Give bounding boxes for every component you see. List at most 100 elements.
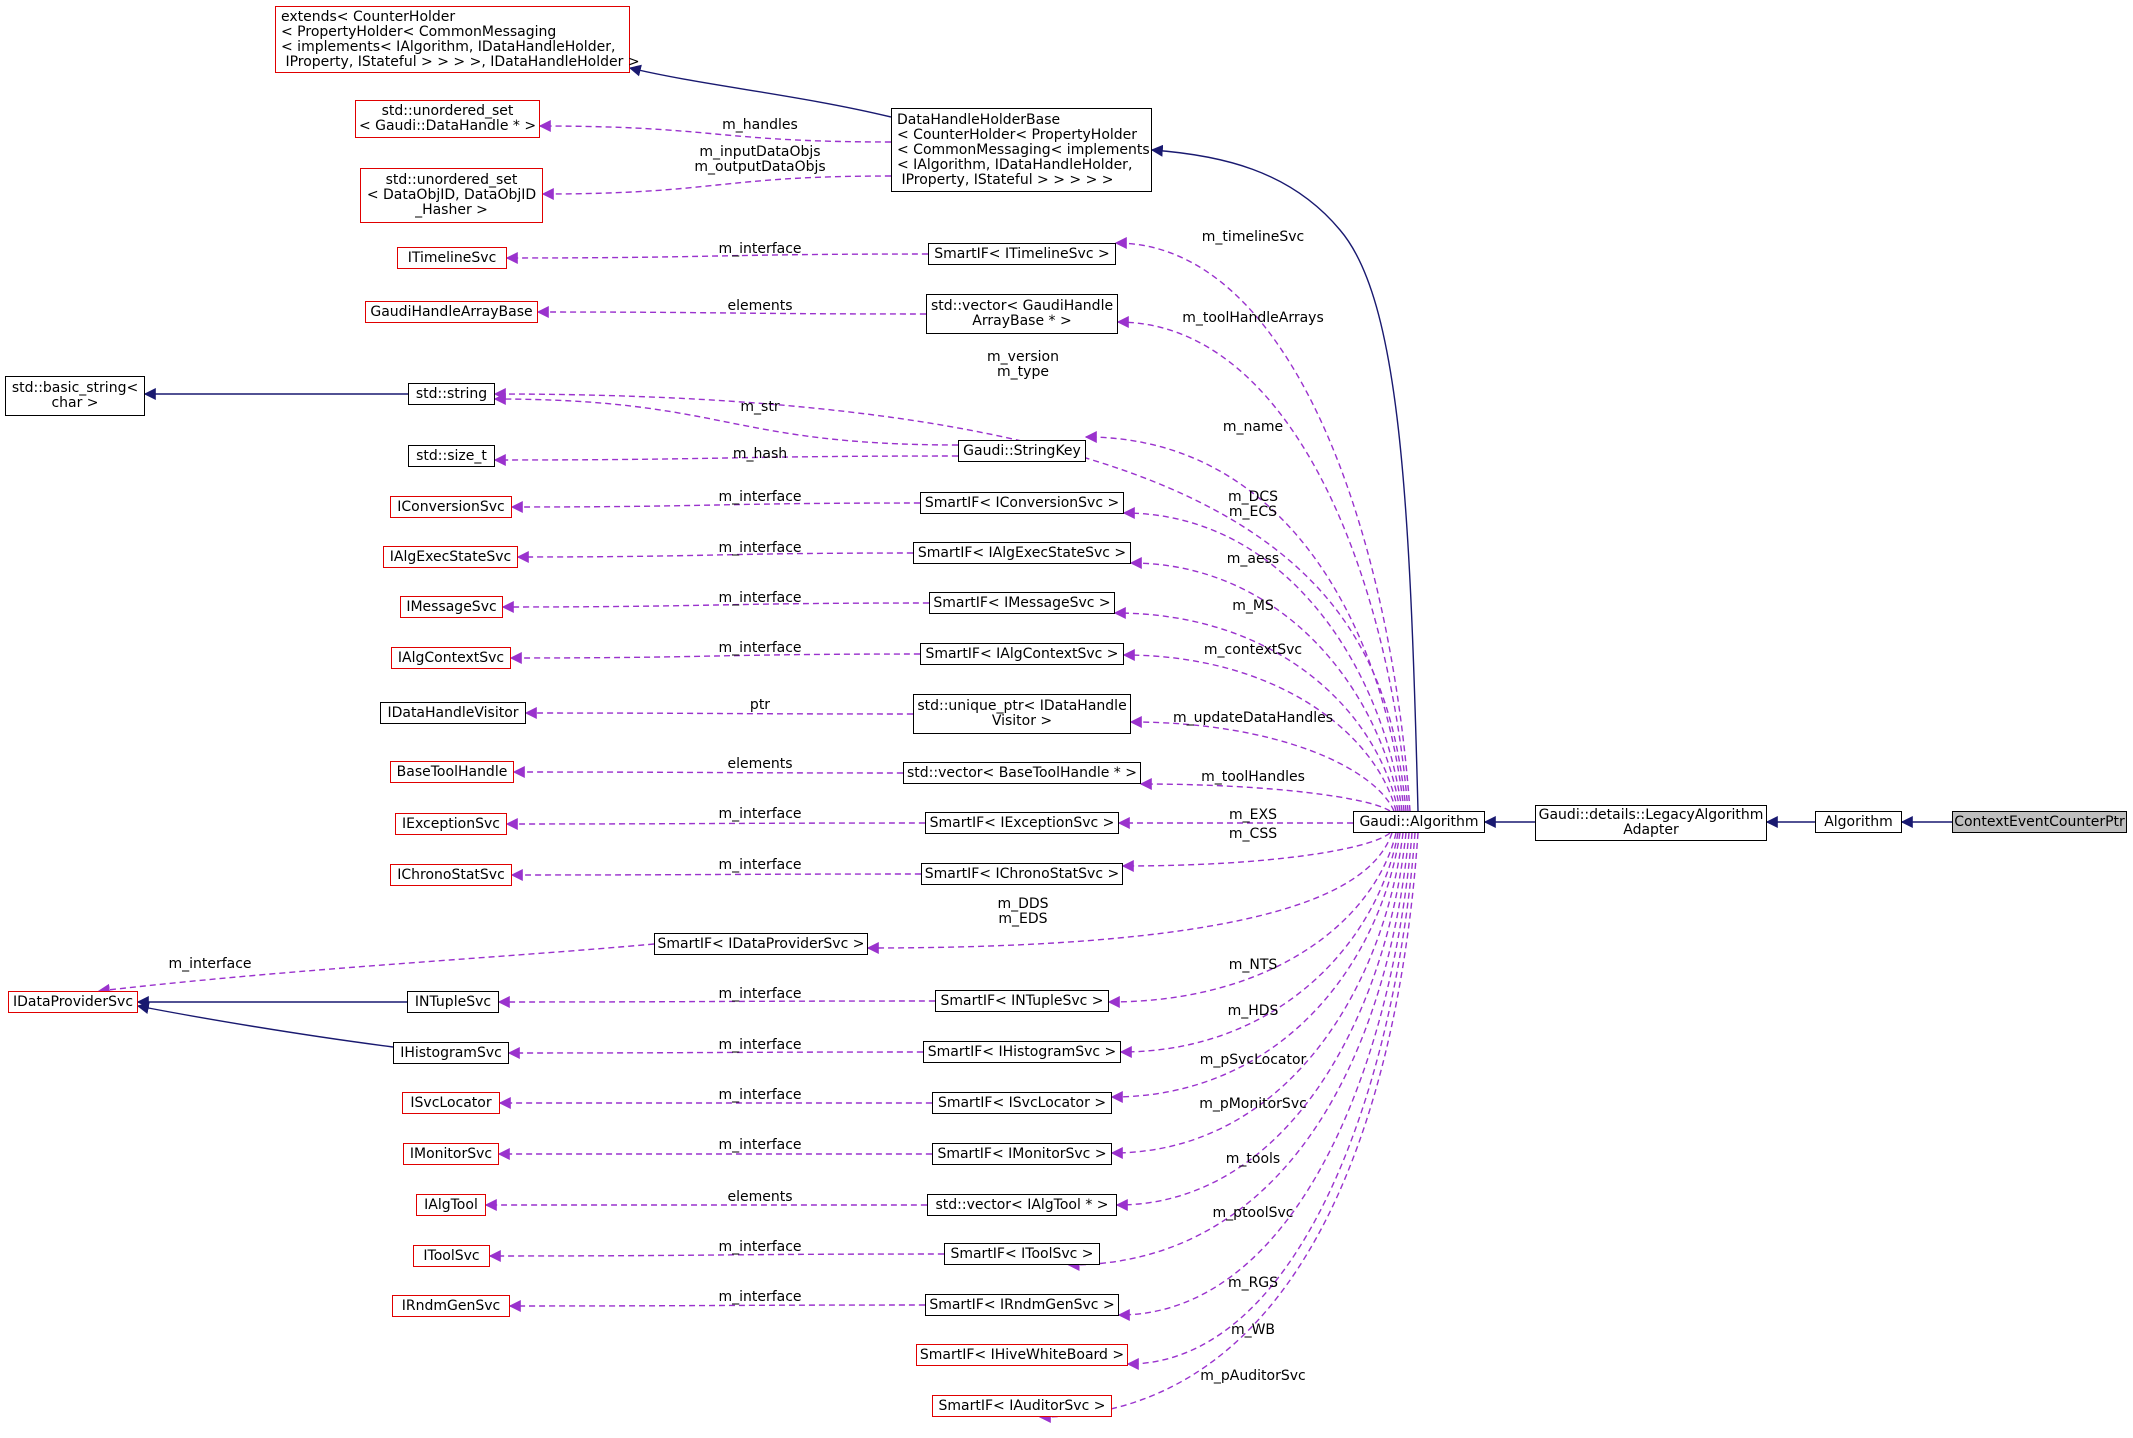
class-node-algorithm-g[interactable]: Gaudi::Algorithm [1353,811,1485,833]
class-node-ialgcontextsvc[interactable]: IAlgContextSvc [391,647,511,669]
class-node-legacyadapter[interactable]: Gaudi::details::LegacyAlgorithm Adapter [1535,805,1767,841]
class-node-si-tool[interactable]: SmartIF< IToolSvc > [944,1243,1100,1265]
edge-label: m_interface [718,1239,802,1255]
class-node-vec-bth[interactable]: std::vector< BaseToolHandle * > [903,762,1141,784]
usage-edge [507,1046,924,1059]
class-node-ichronostatsvc[interactable]: IChronoStatSvc [390,864,512,886]
edge-label: m_pSvcLocator [1199,1052,1307,1068]
edge-label: m_version m_type [987,349,1059,380]
edge-label: m_interface [718,1137,802,1153]
edge-label: m_interface [718,540,802,556]
edge-label: m_interface [718,857,802,873]
class-node-dhhb[interactable]: DataHandleHolderBase < CounterHolder< Pr… [891,108,1152,192]
usage-edge [516,550,914,563]
usage-edge [510,868,922,881]
class-node-isvclocator[interactable]: ISvcLocator [402,1092,500,1114]
edge-label: elements [727,1189,793,1205]
usage-edge [1126,832,1416,1370]
class-node-idataprovidersvc[interactable]: IDataProviderSvc [8,991,138,1013]
edge-label: m_pMonitorSvc [1199,1096,1307,1112]
edge-label: m_MS [1232,598,1274,614]
class-node-uset-doid[interactable]: std::unordered_set < DataObjID, DataObjI… [360,168,543,223]
edge-label: elements [727,298,793,314]
class-node-ialgexecstatesvc[interactable]: IAlgExecStateSvc [383,546,518,568]
edge-label: m_toolHandleArrays [1182,310,1324,326]
class-node-si-ctx[interactable]: SmartIF< IAlgContextSvc > [920,643,1124,665]
usage-edge [1139,778,1391,812]
class-node-si-hist[interactable]: SmartIF< IHistogramSvc > [923,1041,1121,1063]
class-node-itoolsvc[interactable]: IToolSvc [413,1245,490,1267]
edge-label: m_contextSvc [1203,642,1303,658]
class-node-gaudihandlearraybase[interactable]: GaudiHandleArrayBase [365,301,538,323]
class-node-vec-at[interactable]: std::vector< IAlgTool * > [927,1194,1117,1216]
class-node-size-t[interactable]: std::size_t [408,445,495,467]
edge-label: m_interface [718,590,802,606]
usage-edge [512,766,904,779]
usage-edge [1121,832,1391,872]
class-node-cecp[interactable]: ContextEventCounterPtr [1952,811,2127,833]
usage-edge [1113,607,1399,812]
usage-edge [505,817,926,830]
class-node-iexceptionsvc[interactable]: IExceptionSvc [395,813,507,835]
class-node-si-wb[interactable]: SmartIF< IHiveWhiteBoard > [916,1344,1128,1366]
usage-edge [1110,832,1404,1159]
edge-label: m_RGS [1227,1275,1279,1291]
edge-label: m_updateDataHandles [1172,710,1334,726]
class-node-std-string[interactable]: std::string [408,383,495,405]
class-node-si-mon[interactable]: SmartIF< IMonitorSvc > [932,1143,1112,1165]
class-node-si-sl[interactable]: SmartIF< ISvcLocator > [932,1092,1112,1114]
edge-label: m_interface [718,986,802,1002]
class-node-stringkey[interactable]: Gaudi::StringKey [958,440,1086,462]
class-node-si-aes[interactable]: SmartIF< IAlgExecStateSvc > [913,542,1131,564]
class-node-algorithm[interactable]: Algorithm [1815,811,1902,833]
class-node-extends[interactable]: extends< CounterHolder < PropertyHolder<… [275,6,640,73]
usage-edge [538,120,892,143]
class-node-imessagesvc[interactable]: IMessageSvc [400,596,503,618]
class-node-vec-ghab[interactable]: std::vector< GaudiHandle ArrayBase * > [926,294,1118,334]
class-node-uptr-dhv[interactable]: std::unique_ptr< IDataHandle Visitor > [913,694,1131,734]
usage-edge [1129,716,1395,812]
edge-label: m_DDS m_EDS [997,896,1049,927]
usage-edge [1107,832,1397,1008]
usage-edge [1122,507,1403,812]
inherit-edge [136,1002,394,1048]
edge-label: m_inputDataObjs m_outputDataObjs [694,144,826,175]
class-node-si-dp[interactable]: SmartIF< IDataProviderSvc > [654,933,868,955]
class-node-si-nt[interactable]: SmartIF< INTupleSvc > [935,990,1109,1012]
class-node-ialgtool[interactable]: IAlgTool [416,1194,486,1216]
class-node-idatahandlevisitor[interactable]: IDataHandleVisitor [380,702,526,724]
class-node-si-msg[interactable]: SmartIF< IMessageSvc > [929,592,1115,614]
edge-label: m_toolHandles [1201,769,1305,785]
class-node-imonitorsvc[interactable]: IMonitorSvc [403,1143,499,1165]
class-node-intuplesvc[interactable]: INTupleSvc [407,991,499,1013]
edge-label: m_WB [1230,1322,1276,1338]
class-node-iconversionsvc[interactable]: IConversionSvc [390,496,512,518]
usage-edge [1038,832,1419,1423]
edge-label: m_aess [1226,551,1280,567]
usage-edge [493,393,959,446]
edge-label: m_DCS m_ECS [1227,489,1279,520]
edge-label: m_interface [718,640,802,656]
class-node-si-exc[interactable]: SmartIF< IExceptionSvc > [925,812,1119,834]
class-node-ihistogramsvc[interactable]: IHistogramSvc [393,1042,509,1064]
usage-edge [1114,237,1411,812]
class-node-itimelinesvc[interactable]: ITimelineSvc [397,247,507,269]
class-node-uset-dh[interactable]: std::unordered_set < Gaudi::DataHandle *… [355,100,540,138]
usage-edge [493,388,1407,812]
class-node-basetoolhandle[interactable]: BaseToolHandle [390,761,514,783]
usage-edge [509,651,921,664]
class-node-si-chrono[interactable]: SmartIF< IChronoStatSvc > [921,863,1123,885]
edge-label: m_pAuditorSvc [1200,1368,1306,1384]
class-node-irndmgensvc[interactable]: IRndmGenSvc [392,1295,510,1317]
edge-label: m_HDS [1227,1003,1279,1019]
edge-label: m_timelineSvc [1201,229,1305,245]
class-node-si-conv[interactable]: SmartIF< IConversionSvc > [920,492,1124,514]
class-node-basic-string[interactable]: std::basic_string< char > [5,376,145,416]
class-node-si-rndm[interactable]: SmartIF< IRndmGenSvc > [925,1294,1119,1316]
usage-edge [1115,832,1407,1211]
class-node-si-aud[interactable]: SmartIF< IAuditorSvc > [932,1395,1112,1417]
inherit-edge [1150,144,1419,812]
usage-edge [541,175,892,200]
class-node-si-timeline[interactable]: SmartIF< ITimelineSvc > [928,243,1116,265]
